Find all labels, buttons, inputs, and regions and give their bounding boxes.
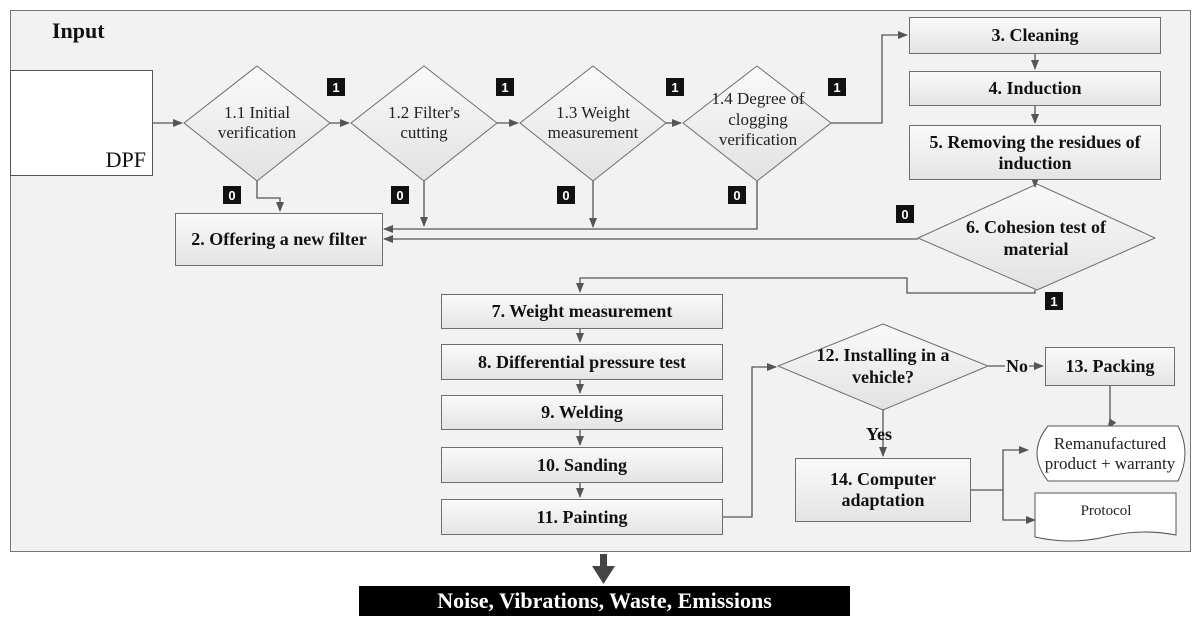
yes-branch-label: Yes	[866, 424, 892, 444]
decision-1-4-label: 1.4 Degree of clogging verification	[711, 89, 805, 150]
step-11-painting: 11. Painting	[441, 499, 723, 535]
step-3-cleaning: 3. Cleaning	[909, 17, 1161, 54]
badge-zero-1-1: 0	[223, 186, 241, 204]
protocol-shape	[1034, 492, 1177, 542]
step-7-weight-measurement: 7. Weight measurement	[441, 294, 723, 329]
dpf-image-box: DPF	[10, 70, 153, 176]
step-8-differential-pressure-test: 8. Differential pressure test	[441, 344, 723, 380]
remanufactured-product-label: Remanufactured product + warranty	[1044, 433, 1176, 473]
step-5-removing-residues: 5. Removing the residues of induction	[909, 125, 1161, 180]
remanufactured-shape	[1036, 425, 1186, 482]
badge-one-1-1: 1	[327, 78, 345, 96]
badge-one-6: 1	[1045, 292, 1063, 310]
badge-one-1-3: 1	[666, 78, 684, 96]
badge-zero-1-4: 0	[728, 186, 746, 204]
decision-6-label: 6. Cohesion test of material	[966, 217, 1106, 259]
badge-zero-1-3: 0	[557, 186, 575, 204]
badge-one-1-2: 1	[496, 78, 514, 96]
step-13-packing: 13. Packing	[1045, 347, 1175, 386]
step-14-computer-adaptation: 14. Computer adaptation	[795, 458, 971, 522]
step-4-induction: 4. Induction	[909, 71, 1161, 106]
decision-1-3-label: 1.3 Weight measurement	[547, 102, 639, 142]
decision-1-2-label: 1.2 Filter's cutting	[387, 102, 460, 142]
protocol-label: Protocol	[1080, 503, 1132, 519]
output-arrow	[592, 554, 615, 584]
decision-1-1-label: 1.1 Initial verification	[217, 102, 297, 142]
no-branch-label: No	[1005, 356, 1029, 377]
step-9-welding: 9. Welding	[441, 395, 723, 430]
decision-6-shape	[916, 183, 1157, 291]
decision-12-label: 12. Installing in a vehicle?	[816, 345, 950, 387]
input-title: Input	[52, 18, 105, 43]
step-2-offering-new-filter: 2. Offering a new filter	[175, 213, 383, 266]
output-emissions-bar: Noise, Vibrations, Waste, Emissions	[359, 586, 850, 616]
dpf-label: DPF	[105, 147, 146, 172]
badge-zero-1-2: 0	[391, 186, 409, 204]
badge-one-1-4: 1	[828, 78, 846, 96]
step-10-sanding: 10. Sanding	[441, 447, 723, 483]
badge-zero-6: 0	[896, 205, 914, 223]
